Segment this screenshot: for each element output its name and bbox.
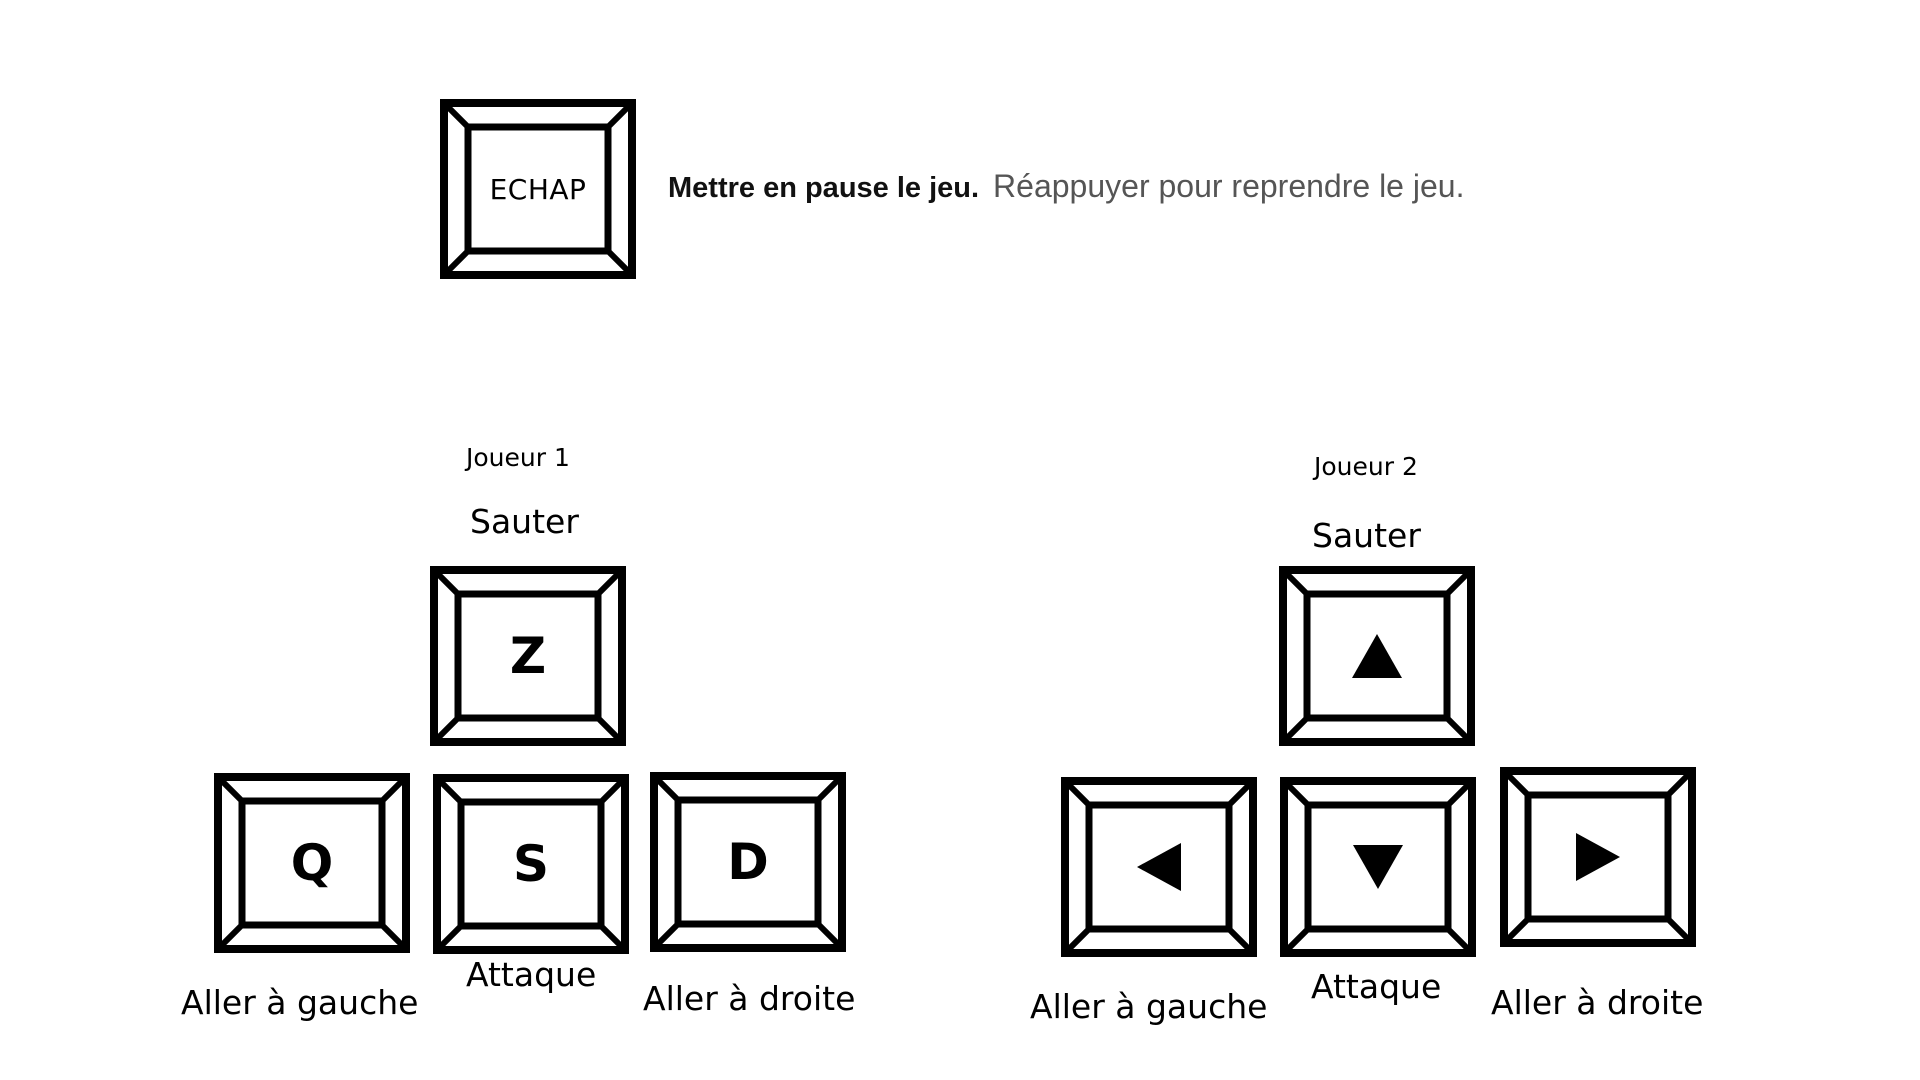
- escape-key[interactable]: ECHAP: [440, 99, 636, 279]
- pause-description-bold: Mettre en pause le jeu.: [668, 172, 980, 204]
- arrow-left-icon: [1069, 785, 1249, 949]
- player1-key-q[interactable]: Q: [214, 773, 410, 953]
- player1-key-d-label: D: [727, 833, 769, 891]
- player1-key-z-label: Z: [509, 627, 547, 685]
- player1-right-label: Aller à droite: [643, 979, 856, 1018]
- player2-down-label: Attaque: [1311, 967, 1442, 1006]
- key-bevel: [1287, 574, 1467, 738]
- escape-key-label: ECHAP: [489, 172, 587, 206]
- player2-left-label: Aller à gauche: [1030, 987, 1268, 1026]
- pause-description: Mettre en pause le jeu. Réappuyer pour re…: [668, 168, 1464, 205]
- pause-description-light: Réappuyer pour reprendre le jeu.: [993, 168, 1465, 204]
- arrow-up-icon: [1287, 574, 1467, 738]
- player2-key-up[interactable]: [1279, 566, 1475, 746]
- arrow-down-icon: [1288, 785, 1468, 949]
- key-bevel: [448, 107, 628, 271]
- player1-key-q-label: Q: [290, 834, 334, 892]
- player1-down-label: Attaque: [466, 955, 597, 994]
- arrow-right-icon: [1508, 775, 1688, 939]
- player1-key-d[interactable]: D: [650, 772, 846, 952]
- key-bevel: [658, 780, 838, 944]
- key-bevel: [438, 574, 618, 738]
- player1-key-s[interactable]: S: [433, 774, 629, 954]
- key-bevel: [1508, 775, 1688, 939]
- player1-title: Joueur 1: [466, 443, 570, 472]
- player2-right-label: Aller à droite: [1491, 983, 1704, 1022]
- key-bevel: [1069, 785, 1249, 949]
- player1-up-label: Sauter: [470, 502, 579, 541]
- player2-key-left[interactable]: [1061, 777, 1257, 957]
- player2-key-down[interactable]: [1280, 777, 1476, 957]
- player1-key-z[interactable]: Z: [430, 566, 626, 746]
- player1-key-s-label: S: [512, 835, 549, 893]
- player2-key-right[interactable]: [1500, 767, 1696, 947]
- player2-title: Joueur 2: [1314, 452, 1418, 481]
- key-bevel: [1288, 785, 1468, 949]
- player1-left-label: Aller à gauche: [181, 983, 419, 1022]
- key-bevel: [222, 781, 402, 945]
- player2-up-label: Sauter: [1312, 516, 1421, 555]
- key-bevel: [441, 782, 621, 946]
